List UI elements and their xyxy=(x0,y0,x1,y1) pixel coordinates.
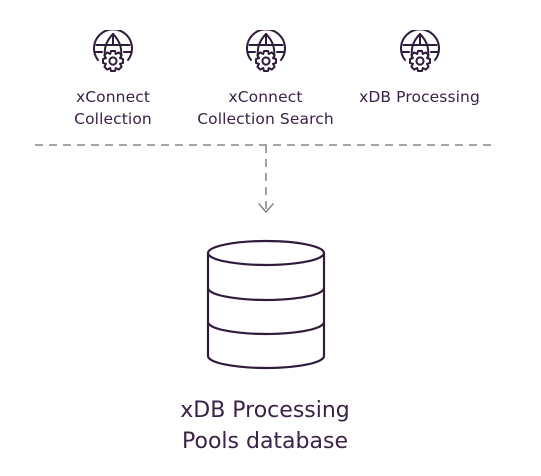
service-xconnect-collection-search: xConnect Collection Search xyxy=(193,30,338,130)
service-label-line: xDB Processing xyxy=(359,88,480,106)
database-label: xDB Processing Pools database xyxy=(140,395,390,457)
arrow-down-icon xyxy=(258,203,274,213)
globe-gear-icon xyxy=(245,30,286,72)
globe-gear-icon xyxy=(399,30,440,72)
service-label-line: Collection xyxy=(74,110,152,128)
service-label: xConnect Collection xyxy=(48,86,178,130)
service-xdb-processing: xDB Processing xyxy=(347,30,492,108)
database-icon xyxy=(206,239,326,370)
service-label-line: xConnect xyxy=(228,88,303,106)
service-xconnect-collection: xConnect Collection xyxy=(48,30,178,130)
database-label-line: xDB Processing xyxy=(180,398,350,423)
globe-gear-icon xyxy=(93,30,133,72)
service-label: xDB Processing xyxy=(347,86,492,108)
service-label-line: Collection Search xyxy=(197,110,334,128)
service-label-line: xConnect xyxy=(75,88,151,106)
service-label: xConnect Collection Search xyxy=(193,86,338,130)
database-label-line: Pools database xyxy=(182,429,348,454)
